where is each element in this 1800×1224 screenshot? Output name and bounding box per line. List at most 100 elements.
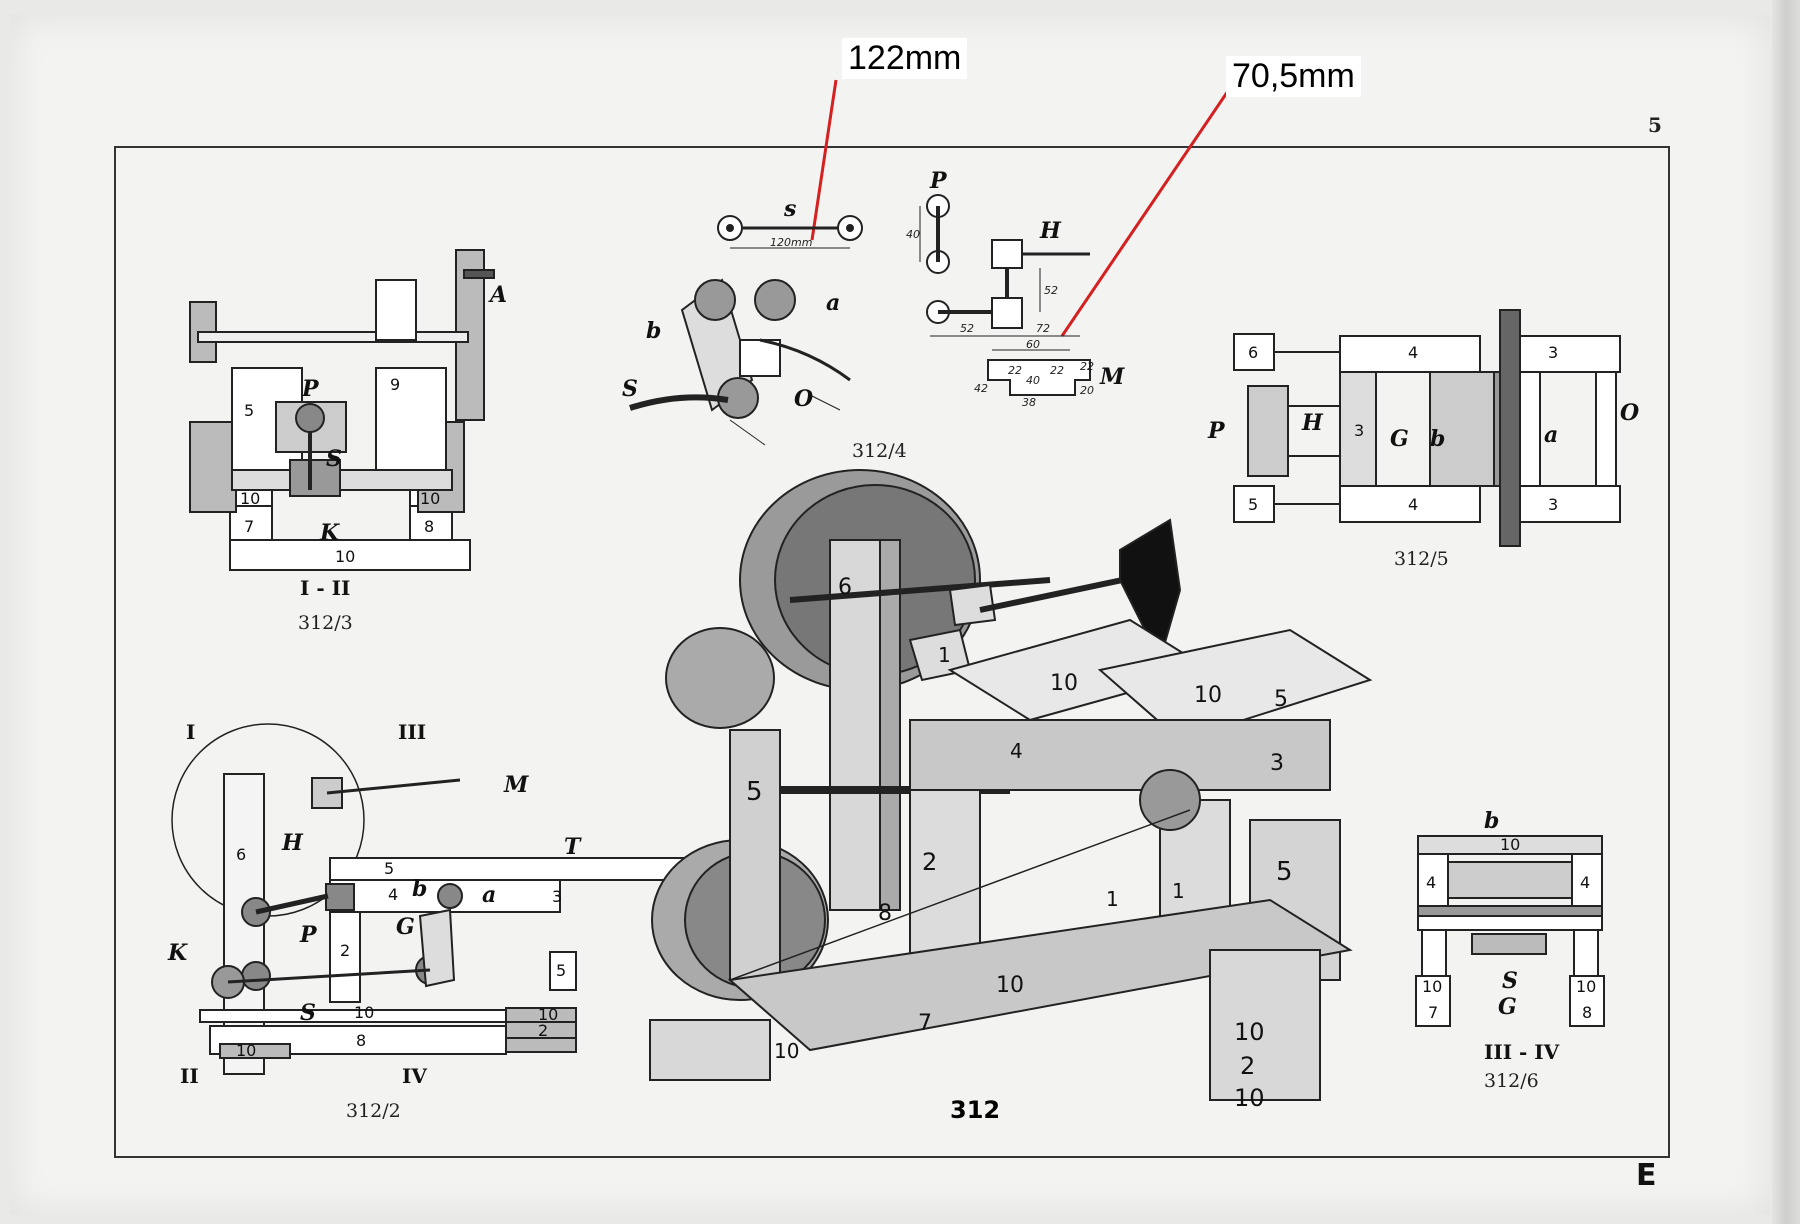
fig4-label-H: H	[1039, 218, 1062, 244]
callout-70-5mm: 70,5mm	[1226, 56, 1361, 98]
fig6-caption: 312/6	[1484, 1070, 1539, 1092]
main-label-1b: 1	[1106, 887, 1119, 911]
fig3-label-P: P	[301, 376, 320, 402]
main-label-3: 3	[1270, 751, 1284, 776]
fig5-label-G: G	[1390, 426, 1409, 452]
fig6-label-8: 8	[1582, 1003, 1592, 1022]
corner-mark: E	[1636, 1158, 1657, 1193]
fig6-label-10a: 10	[1422, 977, 1442, 996]
fig2-label-10c: 10	[236, 1041, 256, 1060]
figure-312-main: 6 1 5 10 10 5 3 4 2 8 1 1 5 10 7 10 10 2…	[649, 469, 1373, 1112]
figure-312-4: s 120mm a b S O P H M 40 52 52 60 72 42 …	[622, 168, 1125, 446]
main-label-10c: 10	[996, 973, 1024, 998]
main-label-5b: 5	[1274, 687, 1288, 712]
main-label-10b: 10	[1194, 683, 1222, 708]
main-label-6: 6	[838, 575, 852, 600]
fig2-label-G: G	[396, 914, 415, 940]
main-label-1a: 1	[938, 643, 951, 667]
fig5-label-a: a	[1544, 422, 1558, 448]
fig-main-caption: 312	[950, 1096, 1001, 1124]
fig2-label-T: T	[564, 834, 582, 860]
fig2-label-3: 3	[552, 887, 562, 906]
main-label-8: 8	[878, 901, 892, 926]
callout-line-122	[810, 79, 838, 241]
fig4-dim-52a: 52	[1044, 284, 1058, 297]
fig3-label-S: S	[326, 446, 342, 472]
fig4-dim-40b: 40	[1026, 374, 1040, 387]
fig4-label-b: b	[646, 318, 661, 344]
fig4-label-S: S	[622, 376, 638, 402]
fig2-section-II: II	[180, 1064, 199, 1088]
fig2-label-S: S	[300, 1000, 316, 1026]
main-label-2b: 2	[1240, 1052, 1255, 1080]
fig6-section-label: III - IV	[1484, 1040, 1560, 1064]
main-label-1c: 1	[1172, 879, 1185, 903]
fig4-dim-20: 20	[1080, 384, 1094, 397]
fig2-label-a: a	[482, 882, 496, 908]
fig5-label-4a: 4	[1408, 343, 1418, 362]
fig3-label-A: A	[488, 282, 507, 308]
fig2-label-K: K	[167, 940, 188, 966]
main-label-10a: 10	[1050, 671, 1078, 696]
fig2-label-P: P	[299, 922, 318, 948]
figure-312-3: A P S K 5 9 10 7 8 10 10	[189, 249, 507, 571]
fig3-label-10b: 10	[420, 489, 440, 508]
fig2-section-III: III	[398, 720, 427, 744]
fig3-label-5: 5	[244, 401, 254, 420]
fig2-label-6: 6	[236, 845, 246, 864]
figure-312-6: b 10 4 4 S G 10 10 7 8	[1415, 808, 1605, 1027]
fig2-label-10a: 10	[354, 1003, 374, 1022]
fig2-label-10b: 10	[538, 1005, 558, 1024]
fig6-label-7: 7	[1428, 1003, 1438, 1022]
main-label-2: 2	[922, 848, 937, 876]
callout-122mm: 122mm	[842, 38, 968, 80]
fig6-label-10: 10	[1500, 835, 1520, 854]
fig6-label-4a: 4	[1426, 873, 1436, 892]
fig2-label-2a: 2	[340, 941, 350, 960]
fig3-section-label: I - II	[300, 576, 351, 600]
fig3-caption: 312/3	[298, 612, 353, 634]
main-label-7: 7	[918, 1011, 932, 1036]
fig4-dim-40: 40	[906, 228, 920, 241]
fig4-dim-42: 42	[974, 382, 988, 395]
fig3-label-7: 7	[244, 517, 254, 536]
fig3-label-10a: 10	[240, 489, 260, 508]
fig4-caption: 312/4	[852, 440, 907, 462]
fig6-label-G: G	[1498, 994, 1517, 1020]
fig3-label-9: 9	[390, 375, 400, 394]
fig2-label-M: M	[503, 772, 529, 798]
fig3-label-10c: 10	[335, 547, 355, 566]
fig5-label-b: b	[1430, 426, 1445, 452]
page-number: 5	[1648, 113, 1662, 137]
fig2-label-b: b	[412, 876, 427, 902]
fig2-label-8: 8	[356, 1031, 366, 1050]
fig2-label-2b: 2	[538, 1021, 548, 1040]
fig5-label-H: H	[1301, 410, 1324, 436]
fig6-label-b: b	[1484, 808, 1499, 834]
fig3-label-8: 8	[424, 517, 434, 536]
fig5-label-3a: 3	[1548, 343, 1558, 362]
fig6-label-10b: 10	[1576, 977, 1596, 996]
fig2-section-I: I	[186, 720, 196, 744]
fig2-caption: 312/2	[346, 1100, 401, 1122]
main-label-5a: 5	[746, 777, 763, 807]
page-binding-edge	[1772, 0, 1800, 1224]
figure-312-5: 6 4 3 P H 3 G b a O 5 4 3	[1207, 309, 1639, 547]
fig6-label-4b: 4	[1580, 873, 1590, 892]
fig2-label-5: 5	[384, 859, 394, 878]
diagram-frame	[114, 146, 1670, 1158]
fig4-dim-52b: 52	[960, 322, 974, 335]
main-label-4: 4	[1010, 739, 1023, 763]
fig4-dim-60: 60	[1026, 338, 1040, 351]
fig4-label-P: P	[929, 168, 948, 194]
figure-312-2: M T H 6 P K S G b a 3 4 5 10 8 2 10 10 2…	[167, 723, 711, 1075]
callout-line-705	[1060, 87, 1232, 337]
fig4-dim-120mm: 120mm	[770, 236, 812, 249]
fig4-label-O: O	[794, 386, 813, 412]
fig4-dim-22b: 22	[1050, 364, 1064, 377]
fig5-label-5: 5	[1248, 495, 1258, 514]
fig4-label-a: a	[826, 290, 840, 316]
fig5-label-3b: 3	[1354, 421, 1364, 440]
main-label-10e: 10	[1234, 1018, 1265, 1046]
main-label-10d: 10	[774, 1039, 799, 1063]
